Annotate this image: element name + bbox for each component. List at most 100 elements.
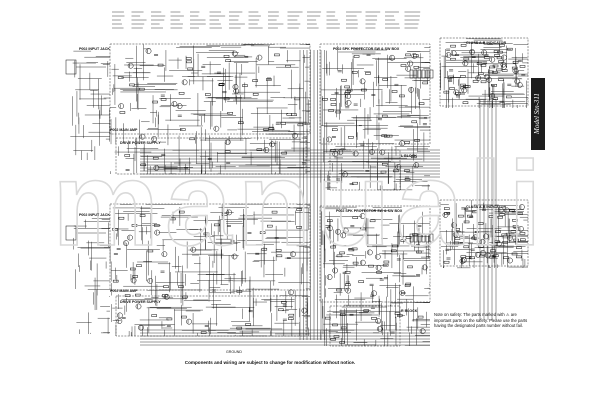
resistor-symbol	[236, 290, 243, 293]
transistor-symbol	[475, 251, 481, 258]
resistor-symbol	[322, 98, 328, 101]
resistor-symbol	[182, 295, 188, 299]
resistor-symbol	[369, 219, 376, 223]
transistor-symbol	[475, 75, 482, 81]
resistor-symbol	[517, 212, 523, 215]
resistor-symbol	[223, 97, 230, 101]
resistor-symbol	[412, 233, 418, 236]
transistor-symbol	[451, 222, 457, 229]
transistor-symbol	[442, 212, 449, 218]
resistor-symbol	[418, 102, 425, 105]
resistor-symbol	[469, 256, 475, 260]
resistor-symbol	[358, 280, 364, 283]
block-frames	[109, 37, 529, 347]
resistor-symbol	[344, 85, 350, 89]
terminal-symbol	[409, 233, 414, 243]
resistor-symbol	[345, 283, 351, 287]
resistor-symbol	[499, 44, 505, 47]
resistor-symbol	[330, 245, 336, 249]
transistor-symbol	[151, 136, 158, 142]
block-frame	[319, 205, 431, 303]
resistor-symbol	[203, 232, 210, 236]
transistor-symbol	[411, 52, 418, 59]
transistor-symbol	[375, 318, 382, 324]
resistor-symbol	[345, 90, 352, 93]
resistor-symbol	[513, 238, 519, 242]
transistor-symbol	[483, 233, 489, 240]
transistor-symbol	[256, 54, 263, 61]
resistor-symbol	[352, 181, 358, 185]
resistor-symbol	[399, 94, 405, 98]
resistor-symbol	[462, 101, 469, 104]
transistor-symbol	[138, 324, 144, 331]
resistor-symbol	[288, 313, 295, 317]
resistor-symbol	[502, 241, 508, 244]
terminal-symbol	[429, 69, 434, 79]
transistor-symbol	[481, 49, 488, 56]
resistor-symbol	[497, 215, 503, 219]
input-jack-symbol	[65, 225, 77, 241]
transistor-symbol	[359, 213, 366, 219]
resistor-symbol	[152, 157, 159, 160]
transistor-symbol	[130, 277, 137, 284]
resistor-symbol	[488, 255, 495, 259]
transistor-symbol	[507, 235, 513, 241]
transistor-symbol	[154, 229, 161, 236]
resistor-symbol	[330, 98, 336, 101]
resistor-symbol	[341, 326, 347, 330]
transistor-symbol	[269, 141, 276, 148]
resistor-symbol	[124, 294, 131, 297]
transistor-symbol	[489, 93, 496, 99]
resistor-symbol	[324, 316, 331, 320]
transistor-symbol	[375, 264, 382, 271]
terminal-symbol	[413, 233, 418, 243]
block-frame	[319, 43, 431, 145]
transistor-symbol	[445, 52, 452, 58]
resistor-symbol	[178, 285, 184, 288]
transistor-symbol	[232, 83, 239, 90]
resistor-symbol	[124, 154, 131, 157]
resistor-symbol	[492, 97, 499, 100]
resistor-symbol	[495, 230, 501, 233]
transistor-symbol	[118, 103, 125, 109]
resistor-symbol	[205, 93, 211, 96]
transistor-symbol	[163, 293, 170, 300]
upper-input-jack-label: P002 INPUT JACK	[79, 47, 110, 51]
transistor-symbol	[500, 61, 507, 68]
resistor-symbol	[386, 134, 393, 138]
terminal-symbol	[417, 69, 422, 79]
transistor-symbol	[340, 232, 347, 239]
resistor-symbol	[464, 85, 471, 88]
transistor-symbol	[332, 151, 339, 157]
resistor-symbol	[268, 127, 275, 130]
transistor-symbol	[147, 278, 154, 284]
resistor-symbol	[340, 313, 346, 316]
resistor-symbol	[152, 100, 158, 104]
resistor-symbol	[139, 214, 146, 217]
transistor-symbol	[153, 165, 160, 171]
resistor-symbol	[346, 88, 353, 92]
resistor-symbol	[458, 214, 464, 218]
resistor-symbol	[178, 210, 185, 214]
resistor-symbol	[501, 233, 508, 237]
resistor-symbol	[472, 210, 478, 214]
resistor-symbol	[170, 217, 176, 221]
transistor-symbol	[288, 289, 294, 296]
transistor-symbol	[161, 251, 168, 258]
transistor-symbol	[337, 149, 344, 156]
transistor-symbol	[460, 257, 467, 264]
schematic-wiring	[70, 11, 528, 346]
transistor-symbol	[181, 79, 188, 86]
transistor-symbol	[366, 249, 373, 256]
transistor-symbol	[484, 73, 490, 80]
transistor-symbol	[359, 259, 366, 266]
resistor-symbol	[495, 68, 502, 72]
lower-r-block-label: R BLOCK	[401, 309, 418, 313]
transistor-symbol	[326, 274, 333, 280]
resistor-symbol	[252, 79, 258, 82]
resistor-symbol	[200, 331, 207, 334]
resistor-symbol	[327, 219, 333, 222]
transistor-symbol	[450, 50, 457, 57]
resistor-symbol	[507, 47, 513, 51]
terminal-symbol	[429, 233, 434, 243]
